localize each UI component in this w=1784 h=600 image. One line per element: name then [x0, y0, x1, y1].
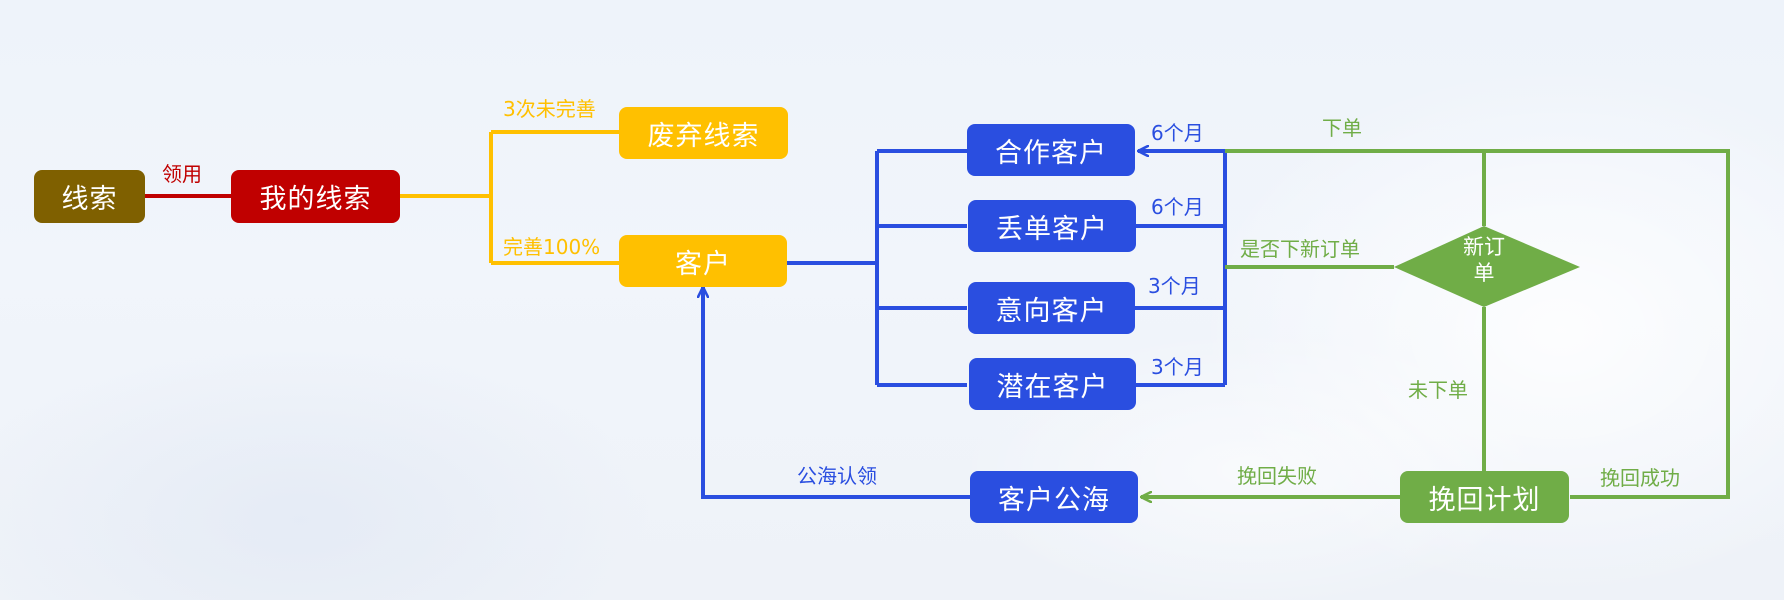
label-cooperating-period: 6个月 — [1151, 121, 1204, 145]
edge-customer-categories — [786, 149, 967, 387]
label-pool-claim: 公海认领 — [797, 464, 877, 488]
node-customer[interactable]: 客户 — [619, 235, 787, 287]
edge-ordered-loop — [1225, 149, 1730, 499]
label-lost-order-period: 6个月 — [1151, 195, 1204, 219]
edge-my-leads-split — [400, 130, 620, 265]
label-recovery-failed: 挽回失败 — [1237, 464, 1317, 488]
label-not-ordered: 未下单 — [1408, 378, 1468, 402]
node-potential-customer[interactable]: 潜在客户 — [969, 358, 1136, 410]
label-potential-period: 3个月 — [1151, 355, 1204, 379]
label-ordered: 下单 — [1322, 116, 1362, 140]
label-complete-100: 完善100% — [503, 235, 601, 259]
decision-label[interactable]: 新订 单 — [1444, 234, 1524, 286]
label-recovery-success: 挽回成功 — [1600, 466, 1680, 490]
label-intended-period: 3个月 — [1148, 274, 1201, 298]
edge-categories-collector — [1135, 151, 1227, 387]
node-lead[interactable]: 线索 — [34, 170, 145, 223]
node-intended-customer[interactable]: 意向客户 — [968, 282, 1135, 334]
node-abandoned-leads[interactable]: 废弃线索 — [619, 107, 788, 159]
node-cooperating-customer[interactable]: 合作客户 — [967, 124, 1135, 176]
decision-label-line1: 新订 — [1463, 235, 1505, 259]
label-incomplete-3-times: 3次未完善 — [503, 97, 596, 121]
label-new-order-question: 是否下新订单 — [1240, 237, 1360, 261]
decision-diamond — [1394, 226, 1580, 307]
label-claim: 领用 — [162, 162, 202, 186]
node-recovery-plan[interactable]: 挽回计划 — [1400, 471, 1569, 523]
node-lost-order-customer[interactable]: 丢单客户 — [968, 200, 1136, 252]
node-customer-pool[interactable]: 客户公海 — [970, 471, 1138, 523]
decision-label-line2: 单 — [1473, 261, 1495, 285]
node-my-leads[interactable]: 我的线索 — [231, 170, 400, 223]
edge-pool-to-customer — [703, 287, 970, 499]
